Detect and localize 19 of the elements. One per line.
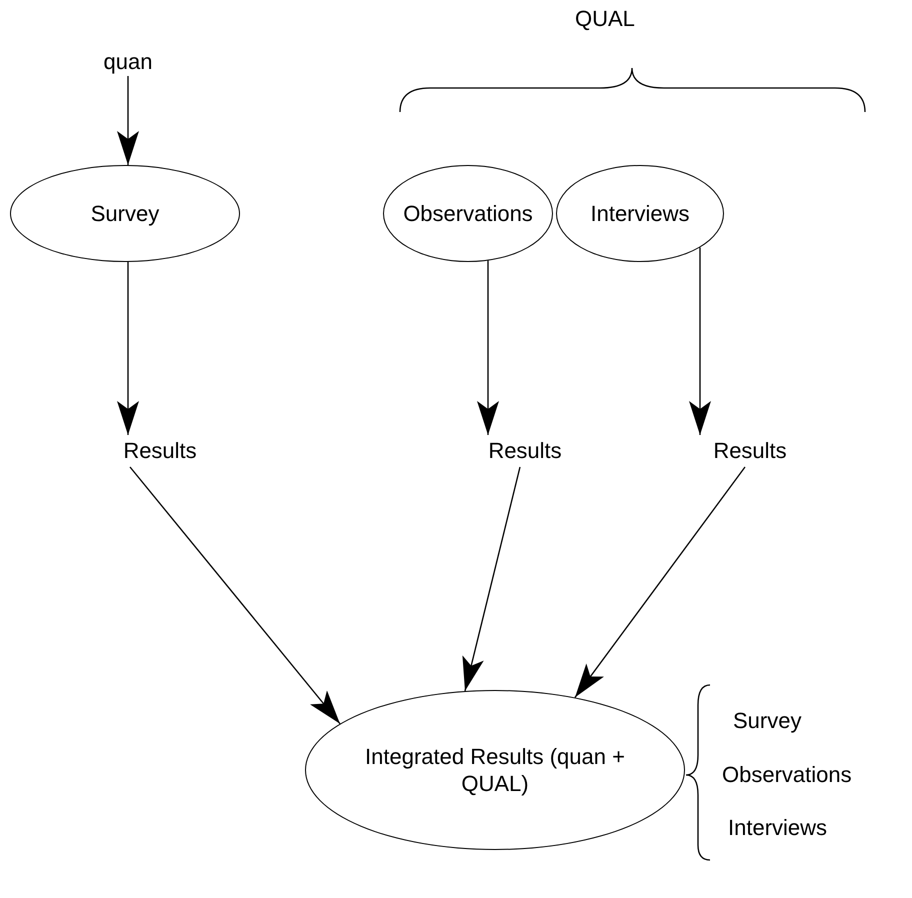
arrow: [477, 260, 499, 435]
node-label: Results: [488, 437, 562, 465]
node-label: Results: [123, 437, 197, 465]
arrow: [689, 247, 711, 435]
text-label: Survey: [733, 708, 802, 734]
node-label: Results: [713, 437, 787, 465]
node-label: Survey: [90, 200, 160, 228]
arrow: [130, 466, 340, 724]
arrow: [117, 76, 139, 166]
text-label: Interviews: [728, 815, 828, 841]
node-label: Interviews: [590, 200, 690, 228]
node-label: quan: [104, 48, 152, 76]
arrow: [574, 466, 746, 698]
text-label: Observations: [722, 762, 852, 788]
text-label: QUAL: [575, 6, 635, 32]
node-label: Integrated Results (quan + QUAL): [364, 742, 626, 798]
arrow: [117, 262, 139, 435]
arrow: [462, 466, 521, 692]
node-label: Observations: [403, 200, 533, 228]
